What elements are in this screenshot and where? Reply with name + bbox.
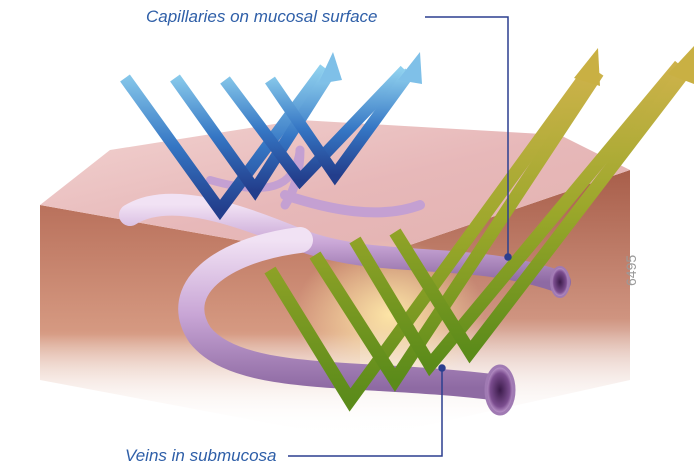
vein-opening-front [486,366,514,414]
leader-dot-veins [439,365,445,371]
figure-number: 6495 [624,255,638,286]
capillaries-label: Capillaries on mucosal surface [146,8,378,25]
leader-dot-capillaries [505,254,511,260]
veins-label: Veins in submucosa [125,447,277,464]
vein-opening-right [551,267,569,297]
blue-arrowheads [318,52,422,84]
